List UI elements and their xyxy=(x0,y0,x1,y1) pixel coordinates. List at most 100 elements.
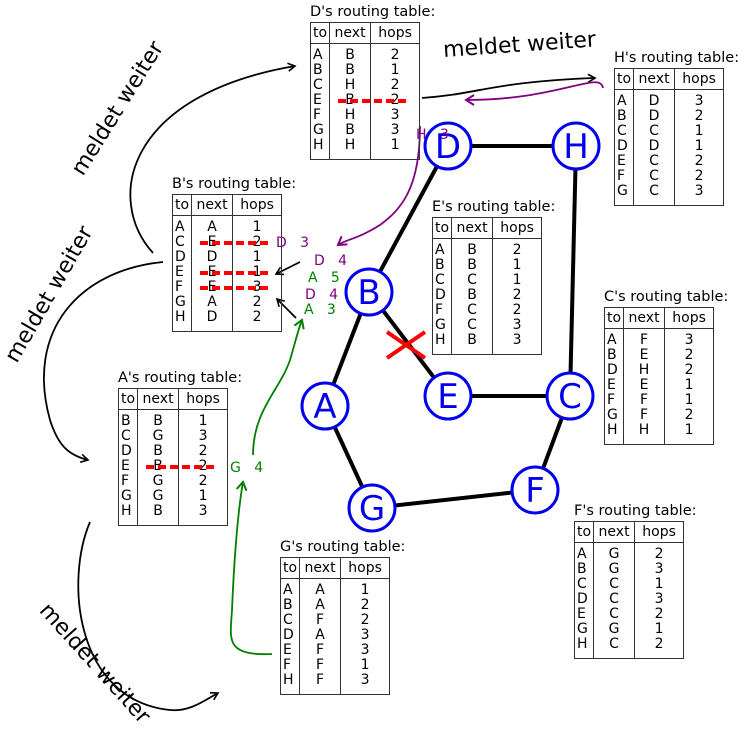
cell-hops: 2 xyxy=(232,295,282,310)
cell-next: F xyxy=(299,643,341,658)
cell-next: B xyxy=(329,123,371,138)
header-hops: hops xyxy=(674,68,724,90)
cell-next: B xyxy=(451,333,493,355)
cell-hops: 2 xyxy=(178,474,228,489)
node-g: G xyxy=(347,483,397,533)
cell-hops: 3 xyxy=(340,673,390,695)
cell-to: G xyxy=(577,621,588,637)
cell-next: E xyxy=(623,378,665,393)
cell-hops: 2 xyxy=(370,43,420,63)
cell-to: A xyxy=(175,219,185,235)
propagation-arrow-d-to-h xyxy=(421,73,597,99)
node-label: B xyxy=(357,273,380,313)
cell-hops: 1 xyxy=(492,273,542,288)
header-hops: hops xyxy=(492,217,542,239)
header-to: to xyxy=(614,68,634,90)
header-to: to xyxy=(118,388,138,410)
header-to: to xyxy=(432,217,452,239)
cell-hops: 2 xyxy=(664,408,714,423)
cell-to: H xyxy=(175,309,186,325)
cell-to: D xyxy=(577,591,588,607)
cell-hops: 3 xyxy=(178,504,228,526)
node-circle xyxy=(347,483,397,533)
cell-hops: 1 xyxy=(664,393,714,408)
cell-next: A xyxy=(299,598,341,613)
cell-hops: 3 xyxy=(492,333,542,355)
header-next: next xyxy=(451,217,493,239)
cell-to: B xyxy=(313,62,323,78)
node-circle xyxy=(423,121,473,171)
edge-b-d xyxy=(367,145,450,293)
node-label: A xyxy=(313,387,336,427)
cell-hops: 2 xyxy=(634,637,684,659)
cell-hops: 1 xyxy=(340,578,390,598)
propagation-arrow-a-to-g xyxy=(77,521,220,712)
header-next: next xyxy=(593,521,635,543)
cell-hops: 2 xyxy=(492,238,542,258)
strike-through-line xyxy=(145,464,214,469)
routing-table-title: B's routing table: xyxy=(172,176,297,192)
cell-next: A xyxy=(299,578,341,598)
cell-to: E xyxy=(283,642,292,658)
cell-next: B xyxy=(329,63,371,78)
routing-table-title: F's routing table: xyxy=(574,503,697,519)
cell-hops: 3 xyxy=(370,108,420,123)
cell-next: G xyxy=(137,429,179,444)
update-arrow-h-to-d xyxy=(464,81,604,106)
cell-hops: 2 xyxy=(370,78,420,93)
cell-to: C xyxy=(577,576,587,592)
cell-to: E xyxy=(617,153,626,169)
node-f: F xyxy=(510,465,560,515)
node-circle xyxy=(545,371,595,421)
cell-to: B xyxy=(121,413,131,429)
cell-to: C xyxy=(283,612,293,628)
cell-to: C xyxy=(313,77,323,93)
cell-hops: 1 xyxy=(674,139,724,154)
cell-hops: 1 xyxy=(370,63,420,78)
cell-hops: 3 xyxy=(340,628,390,643)
cell-to: A xyxy=(313,47,323,63)
cell-to: A xyxy=(577,546,587,562)
header-to: to xyxy=(280,557,300,579)
header-hops: hops xyxy=(178,388,228,410)
cell-hops: 3 xyxy=(664,328,714,348)
node-circle xyxy=(300,381,350,431)
node-circle xyxy=(423,371,473,421)
node-label: G xyxy=(359,489,385,529)
cell-to: F xyxy=(175,279,184,295)
header-to: to xyxy=(604,307,624,329)
routing-table-title: A's routing table: xyxy=(118,370,243,386)
header-next: next xyxy=(191,194,233,216)
node-label: E xyxy=(437,377,458,417)
cell-next: E xyxy=(623,348,665,363)
cell-hops: 3 xyxy=(492,318,542,333)
cell-hops: 2 xyxy=(340,613,390,628)
cell-to: G xyxy=(313,122,324,138)
node-e: E xyxy=(423,371,473,421)
cell-to: B xyxy=(577,561,587,577)
node-d: D xyxy=(423,121,473,171)
cell-next: B xyxy=(451,288,493,303)
